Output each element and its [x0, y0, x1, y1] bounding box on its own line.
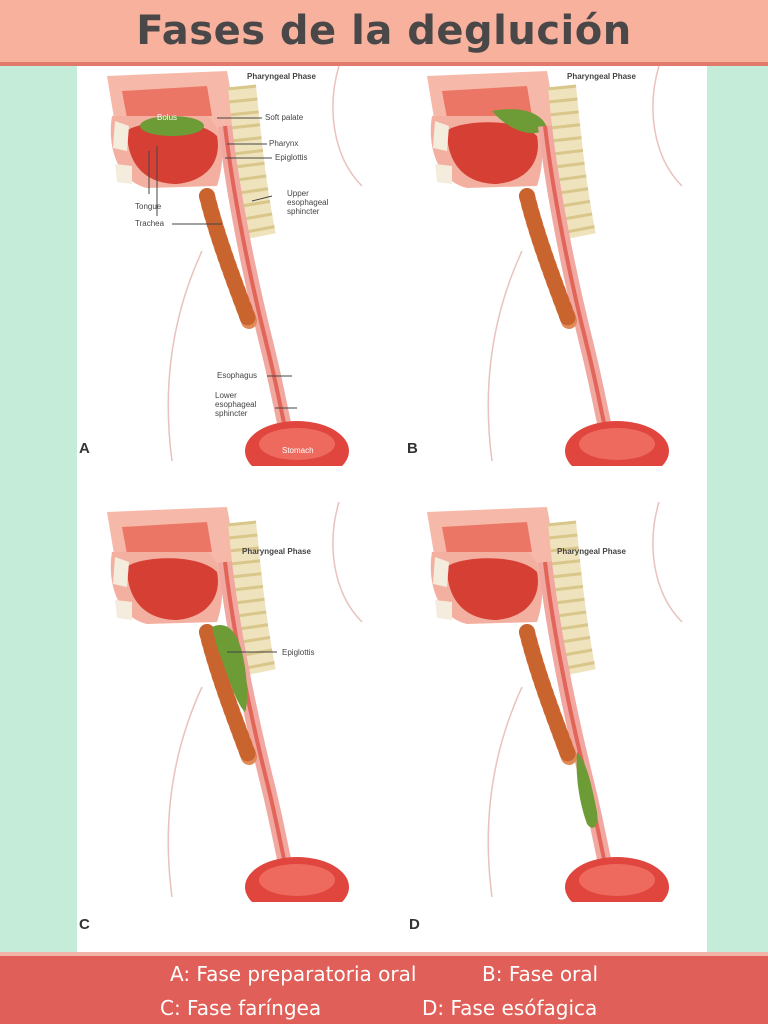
panel-d: Pharyngeal Phase D — [397, 502, 697, 933]
tongue-label: Tongue — [135, 202, 162, 211]
phase-label-c: Pharyngeal Phase — [242, 547, 311, 556]
stomach-label: Stomach — [282, 446, 314, 455]
epiglottis-label: Epiglottis — [275, 153, 308, 162]
panel-c: Pharyngeal Phase Epiglottis C — [77, 502, 377, 933]
anatomy-illustration-c — [107, 502, 363, 902]
anatomy-illustration-a — [107, 66, 363, 466]
epiglottis-label-c: Epiglottis — [282, 648, 315, 657]
phase-label-d: Pharyngeal Phase — [557, 547, 626, 556]
header-banner: Fases de la deglución — [0, 0, 768, 66]
caption-c: C: Fase faríngea — [160, 996, 322, 1020]
page-title: Fases de la deglución — [136, 8, 632, 54]
lower-sphincter-label: Lower esophageal sphincter — [215, 391, 256, 418]
panel-letter-d: D — [409, 916, 420, 933]
anatomy-illustration-d — [427, 502, 683, 902]
panel-b: Pharyngeal Phase B — [397, 66, 697, 466]
lower-sphincter-line-1: Lower — [215, 391, 237, 400]
caption-d: D: Fase esófagica — [422, 996, 598, 1020]
panel-letter-a: A — [79, 440, 90, 457]
trachea-label: Trachea — [135, 219, 165, 228]
lower-sphincter-line-2: esophageal — [215, 400, 257, 409]
pharynx-label: Pharynx — [269, 139, 299, 148]
panel-letter-b: B — [407, 440, 418, 457]
footer-legend: A: Fase preparatoria oral B: Fase oral C… — [0, 952, 768, 1024]
anatomy-illustration-b — [427, 66, 683, 466]
panel-a: Pharyngeal Phase Bolus Soft palate Phary… — [77, 66, 377, 466]
diagram-area: Pharyngeal Phase Bolus Soft palate Phary… — [77, 66, 707, 952]
caption-a: A: Fase preparatoria oral — [170, 962, 417, 986]
caption-b: B: Fase oral — [482, 962, 599, 986]
phase-label-a: Pharyngeal Phase — [247, 72, 316, 81]
phase-label-b: Pharyngeal Phase — [567, 72, 636, 81]
upper-sphincter-line-3: sphincter — [287, 207, 320, 216]
upper-sphincter-line-2: esophageal — [287, 198, 329, 207]
lower-sphincter-line-3: sphincter — [215, 409, 248, 418]
soft-palate-label: Soft palate — [265, 113, 304, 122]
esophagus-label: Esophagus — [217, 371, 258, 380]
upper-sphincter-line-1: Upper — [287, 189, 309, 198]
upper-sphincter-label: Upper esophageal sphincter — [287, 189, 328, 216]
panel-letter-c: C — [79, 916, 90, 933]
bolus-label: Bolus — [157, 113, 178, 122]
